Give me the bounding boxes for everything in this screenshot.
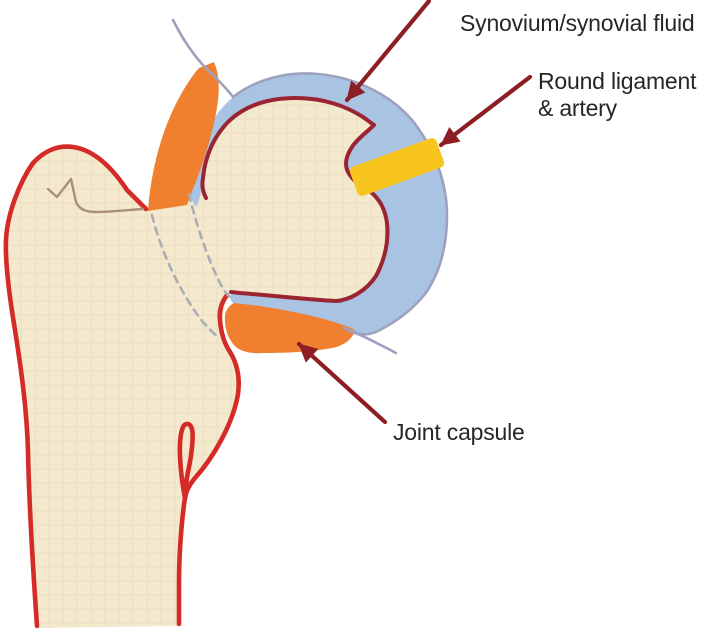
- round-ligament-label: Round ligament & artery: [538, 68, 697, 122]
- acetabulum-outline-lower-tail: [342, 326, 398, 355]
- lesser-trochanter-loop: [177, 421, 195, 501]
- synovium-region: [190, 73, 447, 336]
- joint-capsule-lower: [224, 303, 355, 354]
- femoral-head-outline: [200, 96, 390, 303]
- joint-capsule-upper: [148, 62, 219, 211]
- synovium-label: Synovium/synovial fluid: [460, 10, 695, 36]
- trochanter-apophysis-line: [46, 177, 145, 214]
- femur-outline-left-stroke: [3, 144, 149, 629]
- physis-dashed-line-left: [150, 213, 221, 340]
- femur-bone-shape: [5, 98, 388, 628]
- synovium-arrow: [344, 0, 432, 103]
- acetabulum-outline: [171, 18, 449, 336]
- round-ligament-label-line1: Round ligament: [538, 68, 697, 94]
- joint-capsule-label: Joint capsule: [393, 419, 525, 445]
- round-ligament-band: [349, 138, 445, 196]
- physis-dashed-line-right: [187, 192, 234, 301]
- round-ligament-arrow: [438, 74, 533, 148]
- round-ligament-label-line2: & artery: [538, 95, 617, 121]
- femur-outline-right-stroke: [176, 292, 242, 627]
- joint-capsule-arrow: [296, 341, 388, 425]
